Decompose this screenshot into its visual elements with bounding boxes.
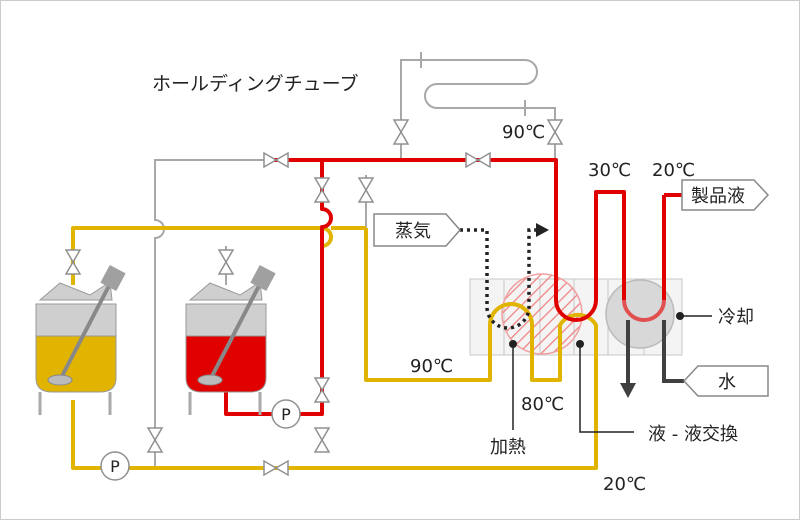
svg-text:P: P (281, 405, 291, 424)
svg-text:蒸気: 蒸気 (395, 221, 431, 242)
water-out-arrow (620, 383, 636, 398)
water-pipes (626, 320, 684, 385)
valves (64, 119, 564, 477)
tank-yellow (35, 264, 126, 415)
temp-90-top: 90℃ (502, 122, 545, 143)
steam-line (460, 228, 536, 330)
cooling-label: 冷却 (718, 307, 754, 328)
temp-90-mid: 90℃ (410, 356, 453, 377)
steam-arrow (536, 223, 549, 237)
pump-2: P (100, 451, 130, 481)
tank-red (185, 264, 276, 415)
heating-dot (509, 340, 517, 348)
callout-lines (512, 315, 712, 433)
svg-text:P: P (110, 457, 120, 476)
svg-text:水: 水 (718, 372, 736, 393)
product-tag: 製品液 (681, 179, 770, 211)
exchange-label: 液 - 液交換 (648, 424, 738, 445)
steam-tag: 蒸気 (373, 213, 461, 247)
cooling-dot (676, 312, 684, 320)
water-tag: 水 (682, 365, 769, 397)
temp-20-top: 20℃ (652, 160, 695, 181)
pump-1: P (271, 399, 301, 429)
heating-label: 加熱 (490, 437, 526, 458)
temp-80: 80℃ (521, 394, 564, 415)
holding-tube-label: ホールディングチューブ (152, 72, 359, 95)
svg-text:製品液: 製品液 (691, 186, 745, 207)
temp-30: 30℃ (588, 160, 631, 181)
exchange-dot (576, 340, 584, 348)
cooling-loop (622, 299, 666, 322)
temp-20-bottom: 20℃ (603, 474, 646, 495)
